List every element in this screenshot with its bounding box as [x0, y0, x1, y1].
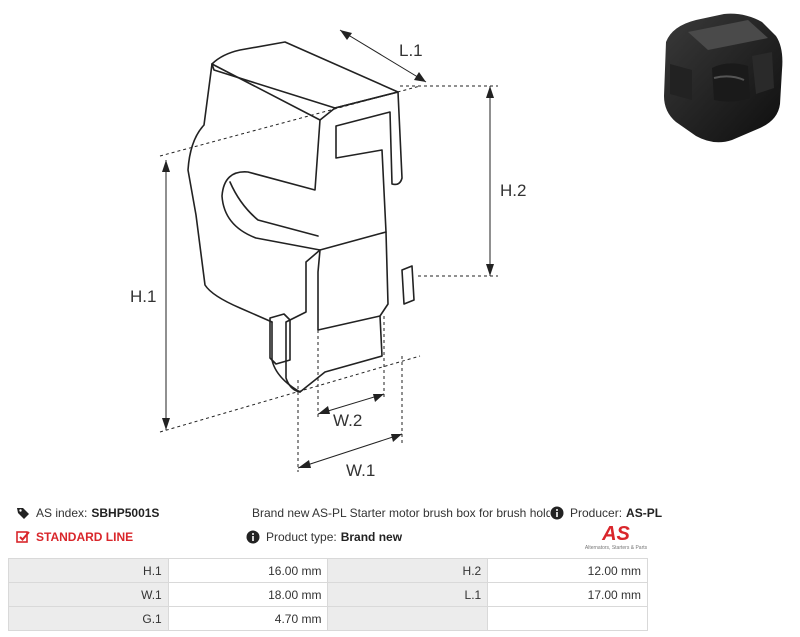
- dim-label-l1: L.1: [399, 41, 423, 60]
- checkbox-icon: [16, 531, 30, 543]
- part-top-face: [211, 41, 399, 109]
- info-icon: [550, 506, 564, 520]
- description-line: Brand new AS-PL Starter motor brush box …: [246, 506, 550, 520]
- part-inner-slot: [221, 119, 321, 251]
- spec-value: [487, 606, 648, 631]
- spec-value: 17.00 mm: [487, 582, 648, 607]
- spec-key: H.1: [8, 558, 169, 583]
- product-type-label: Product type:: [266, 530, 337, 544]
- part-right-tab: [401, 265, 415, 305]
- dim-label-w1: W.1: [346, 461, 375, 480]
- technical-drawing: L.1 H.2 H.1 W.2 W.1: [130, 29, 526, 480]
- part-front-profile: [285, 91, 403, 393]
- info-icon: [246, 530, 260, 544]
- producer-line: Producer: AS-PL: [550, 506, 662, 520]
- table-row: G.1 4.70 mm: [8, 606, 648, 631]
- dim-label-w2: W.2: [333, 411, 362, 430]
- part-left-tab: [269, 313, 291, 365]
- table-row: H.1 16.00 mm H.2 12.00 mm: [8, 558, 648, 583]
- description-text: Brand new AS-PL Starter motor brush box …: [252, 506, 550, 520]
- spec-key: H.2: [327, 558, 489, 583]
- table-row: W.1 18.00 mm L.1 17.00 mm: [8, 582, 648, 607]
- spec-value: 16.00 mm: [167, 558, 329, 583]
- logo-subtitle: Alternators, Starters & Parts: [584, 545, 648, 551]
- standard-line: STANDARD LINE: [16, 530, 133, 544]
- product-type-value: Brand new: [340, 530, 403, 544]
- spec-key: L.1: [327, 582, 489, 607]
- dim-label-h1: H.1: [130, 287, 156, 306]
- producer-label: Producer:: [570, 506, 623, 520]
- spec-table: H.1 16.00 mm H.2 12.00 mm W.1 18.00 mm L…: [8, 558, 648, 631]
- product-type-line: Product type: Brand new: [246, 530, 402, 544]
- part-back-outline: [187, 63, 273, 323]
- tag-icon: [17, 508, 29, 519]
- producer-value: AS-PL: [626, 506, 663, 520]
- logo-mark: AS: [602, 523, 630, 545]
- dim-label-h2: H.2: [500, 181, 526, 200]
- as-pl-logo: AS Alternators, Starters & Parts: [583, 524, 649, 554]
- as-index-label: AS index:: [36, 506, 88, 520]
- spec-key: W.1: [8, 582, 169, 607]
- as-index-value: SBHP5001S: [91, 506, 160, 520]
- product-photo: [664, 13, 783, 143]
- spec-value: 12.00 mm: [487, 558, 648, 583]
- spec-key: G.1: [8, 606, 169, 631]
- as-index-line: AS index: SBHP5001S: [16, 506, 159, 520]
- spec-value: 4.70 mm: [167, 606, 329, 631]
- spec-key: [327, 606, 489, 631]
- spec-value: 18.00 mm: [167, 582, 329, 607]
- standard-line-label: STANDARD LINE: [36, 530, 134, 544]
